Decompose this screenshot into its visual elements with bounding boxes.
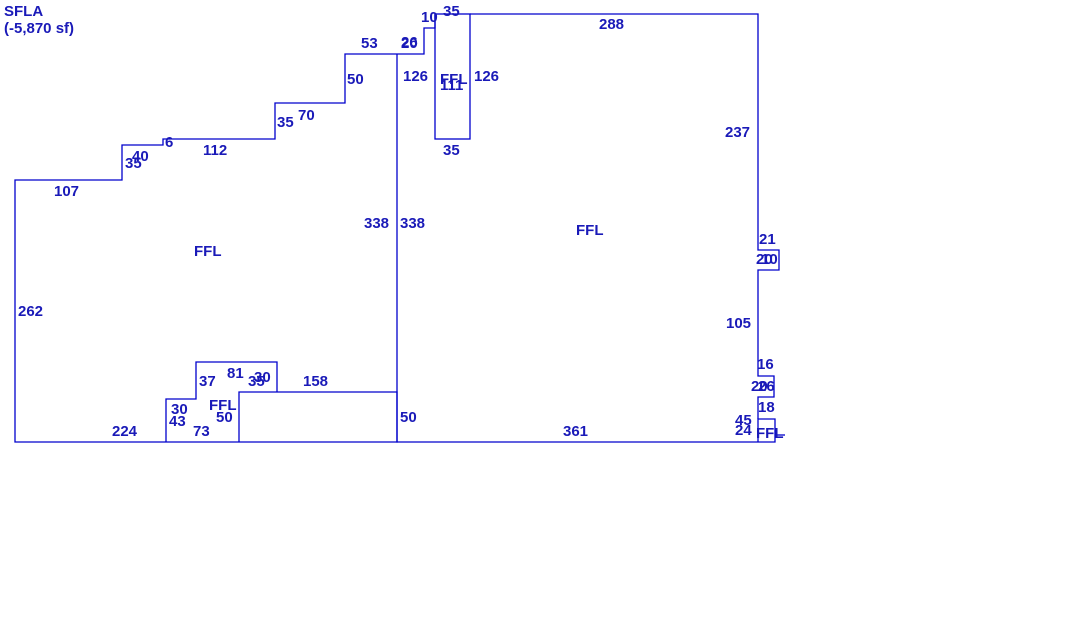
dim-label: 70 xyxy=(298,107,315,124)
dim-label: 10 xyxy=(421,9,438,26)
main-block-outline xyxy=(396,54,776,443)
sketch-area-total: (-5,870 sf) xyxy=(4,20,74,37)
area-label-top-room-overlay: 111 xyxy=(440,77,463,94)
dim-label: 35 xyxy=(443,142,460,159)
sketch-title: SFLA xyxy=(4,3,43,20)
dim-label: 21 xyxy=(759,231,776,248)
dim-label: 20 xyxy=(401,35,418,52)
dim-label: 26 xyxy=(401,34,418,51)
area-label-bottom-right-room: FFL xyxy=(756,425,784,442)
dim-label: 53 xyxy=(361,35,378,52)
dim-label: 18 xyxy=(758,399,775,416)
dim-label: 20 xyxy=(756,251,773,268)
dim-label: 35 xyxy=(277,114,294,131)
dim-label: 43 xyxy=(169,413,186,430)
dim-label: 26 xyxy=(758,378,775,395)
bottom-left-room-outline xyxy=(165,361,278,442)
dim-label: 262 xyxy=(18,303,43,320)
dim-label: 338 xyxy=(364,215,389,232)
dim-label: 6 xyxy=(165,134,173,151)
area-label-right: FFL xyxy=(576,222,604,239)
dim-label: 20 xyxy=(751,378,768,395)
dim-label: 126 xyxy=(474,68,499,85)
dim-label: 112 xyxy=(203,142,227,159)
dim-label: 30 xyxy=(254,369,271,386)
dim-label: 288 xyxy=(599,16,624,33)
dim-label: 50 xyxy=(347,71,364,88)
dim-label: 35 xyxy=(248,373,265,390)
dim-label: 224 xyxy=(112,423,138,440)
dim-label: 338 xyxy=(400,215,425,232)
dim-label: 158 xyxy=(303,373,328,390)
dim-label: 81 xyxy=(227,365,244,382)
dim-label: 10 xyxy=(761,251,778,268)
dim-label: 16 xyxy=(757,356,774,373)
dim-label: 37 xyxy=(199,373,216,390)
top-small-room-outline xyxy=(434,13,471,140)
dim-label: 35 xyxy=(125,155,142,172)
dim-label: 35 xyxy=(443,3,460,20)
dim-label: 126 xyxy=(403,68,428,85)
dim-label: 30 xyxy=(171,401,188,418)
dim-label: 50 xyxy=(400,409,417,426)
dim-label: 361 xyxy=(563,423,588,440)
dim-label: 50 xyxy=(216,409,233,426)
dim-label: 237 xyxy=(725,124,750,141)
dim-label: 45 xyxy=(735,412,752,429)
area-label-top-room: FFL xyxy=(440,71,468,88)
dim-label: 107 xyxy=(54,183,79,200)
area-label-bottom-left-room: FFL xyxy=(209,397,237,414)
main-block-top-right xyxy=(470,13,780,419)
area-label-left: FFL xyxy=(194,243,222,260)
dim-label: 73 xyxy=(193,423,210,440)
dim-label: 40 xyxy=(132,148,149,165)
dim-label: 24 xyxy=(735,422,752,439)
dim-label: 105 xyxy=(726,315,751,332)
